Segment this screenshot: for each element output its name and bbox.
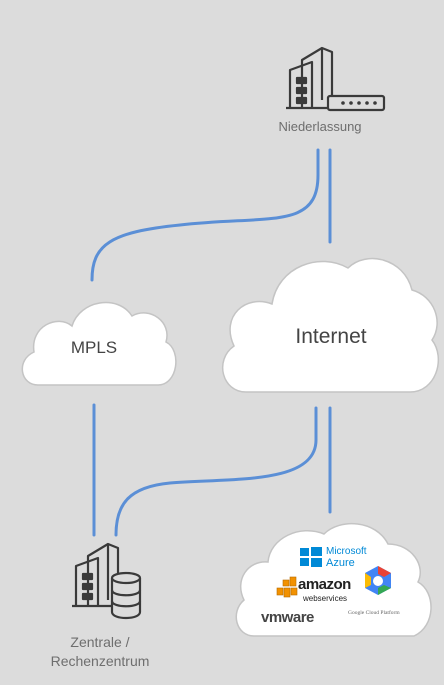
- azure-label-line2: Azure: [326, 557, 355, 569]
- hq-label-line1: Zentrale /: [70, 634, 130, 650]
- mpls-label: MPLS: [70, 338, 118, 357]
- mpls-cloud-icon: [21, 301, 177, 386]
- vmware-label: vmware: [261, 609, 314, 626]
- database-icon: [110, 571, 142, 620]
- internet-label: Internet: [295, 325, 367, 348]
- internet-cloud-icon: [221, 258, 440, 393]
- public-cloud-icon: [235, 522, 432, 637]
- link-branch-to-mpls: [90, 148, 320, 282]
- hq-label-line2: Rechenzentrum: [50, 653, 150, 669]
- aws-label-line2: webservices: [303, 594, 348, 603]
- link-internet-to-hq: [114, 406, 318, 537]
- azure-label-line1: Microsoft: [326, 546, 367, 557]
- branch-label: Niederlassung: [278, 119, 362, 134]
- aws-label-line1: amazon: [298, 576, 351, 593]
- router-icon: [326, 94, 386, 112]
- google-cloud-label: Google Cloud Platform: [348, 610, 400, 616]
